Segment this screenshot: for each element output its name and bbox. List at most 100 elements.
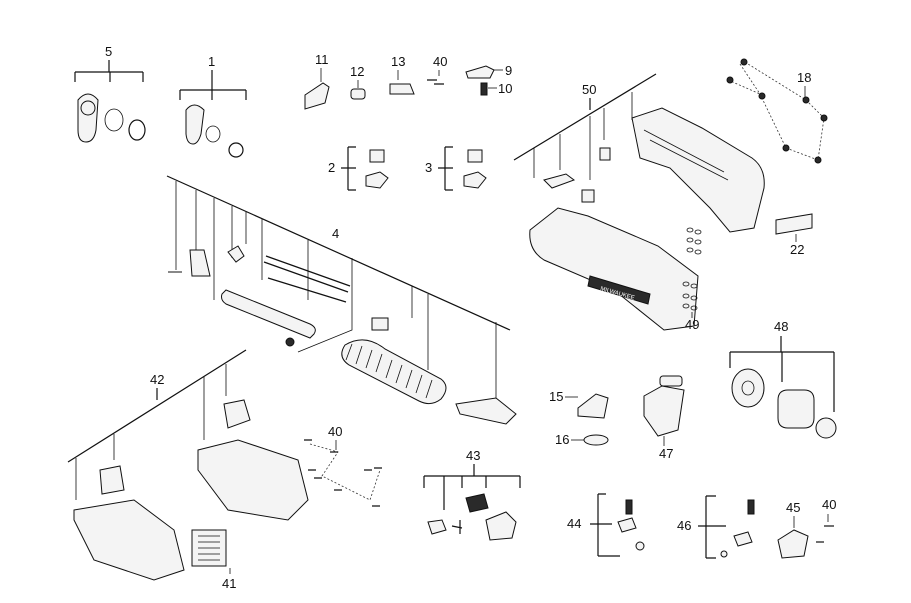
group-11: 11 xyxy=(304,52,330,110)
group-12: 12 xyxy=(350,64,366,100)
group-5: 5 xyxy=(74,44,146,143)
part-50-housing-lower xyxy=(529,207,699,331)
part-10-spring xyxy=(480,82,488,96)
part-42-latch xyxy=(223,399,251,429)
part-18-screws xyxy=(726,58,828,164)
label-22: 22 xyxy=(790,242,804,257)
group-2: 2 xyxy=(328,146,389,191)
part-42-cover xyxy=(99,465,125,495)
part-42-housing-right xyxy=(197,439,309,521)
part-5-ring xyxy=(104,108,124,132)
label-4: 4 xyxy=(332,226,339,241)
part-44-lever xyxy=(617,517,637,533)
group-46: 46 xyxy=(677,495,755,559)
part-47-actuator xyxy=(659,375,683,387)
label-49: 49 xyxy=(685,317,699,332)
part-48-fan xyxy=(731,368,765,408)
label-10: 10 xyxy=(498,81,512,96)
group-47: 47 xyxy=(643,375,685,461)
group-45: 45 40 xyxy=(777,497,836,559)
part-2-latch xyxy=(365,171,389,189)
group-41: 41 xyxy=(191,529,236,591)
label-40-top: 40 xyxy=(433,54,447,69)
group-4: 4 xyxy=(166,175,511,400)
part-4-clip xyxy=(371,317,389,331)
part-50-housing-upper xyxy=(631,107,765,233)
group-49: 49 xyxy=(682,227,702,332)
label-50: 50 xyxy=(582,82,596,97)
label-1: 1 xyxy=(208,54,215,69)
group-3: 3 xyxy=(425,146,487,191)
part-50-brand-plate xyxy=(587,275,651,305)
group-9-10: 9 10 xyxy=(465,63,512,96)
label-15: 15 xyxy=(549,389,563,404)
part-22-label xyxy=(775,213,813,235)
group-15-16: 15 16 xyxy=(549,389,609,447)
part-1-grip xyxy=(185,104,205,145)
part-9-latch xyxy=(465,65,495,79)
part-hose xyxy=(341,339,447,405)
part-50-slider xyxy=(543,173,576,189)
part-50-tab xyxy=(599,147,611,161)
label-9: 9 xyxy=(505,63,512,78)
group-48: 48 xyxy=(729,319,837,439)
part-tray xyxy=(455,397,517,425)
part-46-pin xyxy=(720,550,728,558)
label-16: 16 xyxy=(555,432,569,447)
part-46-spring xyxy=(747,499,755,515)
label-3: 3 xyxy=(425,160,432,175)
part-3-pin xyxy=(467,149,483,163)
part-49-orings xyxy=(682,227,702,311)
label-46: 46 xyxy=(677,518,691,533)
label-43: 43 xyxy=(466,448,480,463)
part-48-motor xyxy=(777,389,815,429)
flex-hose xyxy=(341,339,517,425)
label-18: 18 xyxy=(797,70,811,85)
part-40-screws xyxy=(304,439,382,507)
label-45: 45 xyxy=(786,500,800,515)
part-1-ring xyxy=(205,125,221,143)
part-44-spring xyxy=(625,499,633,515)
part-5-collar xyxy=(80,100,96,116)
part-13-clip xyxy=(389,83,415,95)
part-42-housing-left xyxy=(73,499,185,581)
group-18: 18 xyxy=(726,58,828,164)
part-12-spring xyxy=(350,88,366,100)
part-46-lever xyxy=(733,531,753,547)
part-45-bracket xyxy=(777,529,809,559)
group-50: 50 MILWAUKEE xyxy=(513,73,765,331)
group-40-mid: 40 xyxy=(304,424,382,507)
label-11: 11 xyxy=(315,52,329,67)
part-50-cap xyxy=(581,189,595,203)
part-2-pin xyxy=(369,149,385,163)
label-40-bottom: 40 xyxy=(822,497,836,512)
label-2: 2 xyxy=(328,160,335,175)
part-43-cap xyxy=(427,519,447,535)
group-42: 42 xyxy=(67,349,309,581)
part-4-housing-b xyxy=(227,245,245,263)
part-47-switch xyxy=(643,385,685,437)
label-44: 44 xyxy=(567,516,581,531)
part-1-clip xyxy=(228,142,244,158)
label-13: 13 xyxy=(391,54,405,69)
label-47: 47 xyxy=(659,446,673,461)
group-1: 1 xyxy=(179,54,247,158)
part-11-bracket xyxy=(304,82,330,110)
label-48: 48 xyxy=(774,319,788,334)
part-43-housing xyxy=(485,511,517,541)
part-3-latch xyxy=(463,171,487,189)
label-12: 12 xyxy=(350,64,364,79)
part-48-cap xyxy=(815,417,837,439)
group-44: 44 xyxy=(567,493,645,557)
part-43-filter xyxy=(465,493,489,513)
group-22: 22 xyxy=(775,213,813,257)
group-40-top: 40 xyxy=(427,54,447,85)
group-13: 13 xyxy=(389,54,415,95)
part-4-screw xyxy=(285,337,295,347)
part-15-bracket xyxy=(577,393,609,419)
part-44-pin xyxy=(635,541,645,551)
label-42: 42 xyxy=(150,372,164,387)
label-41: 41 xyxy=(222,576,236,591)
